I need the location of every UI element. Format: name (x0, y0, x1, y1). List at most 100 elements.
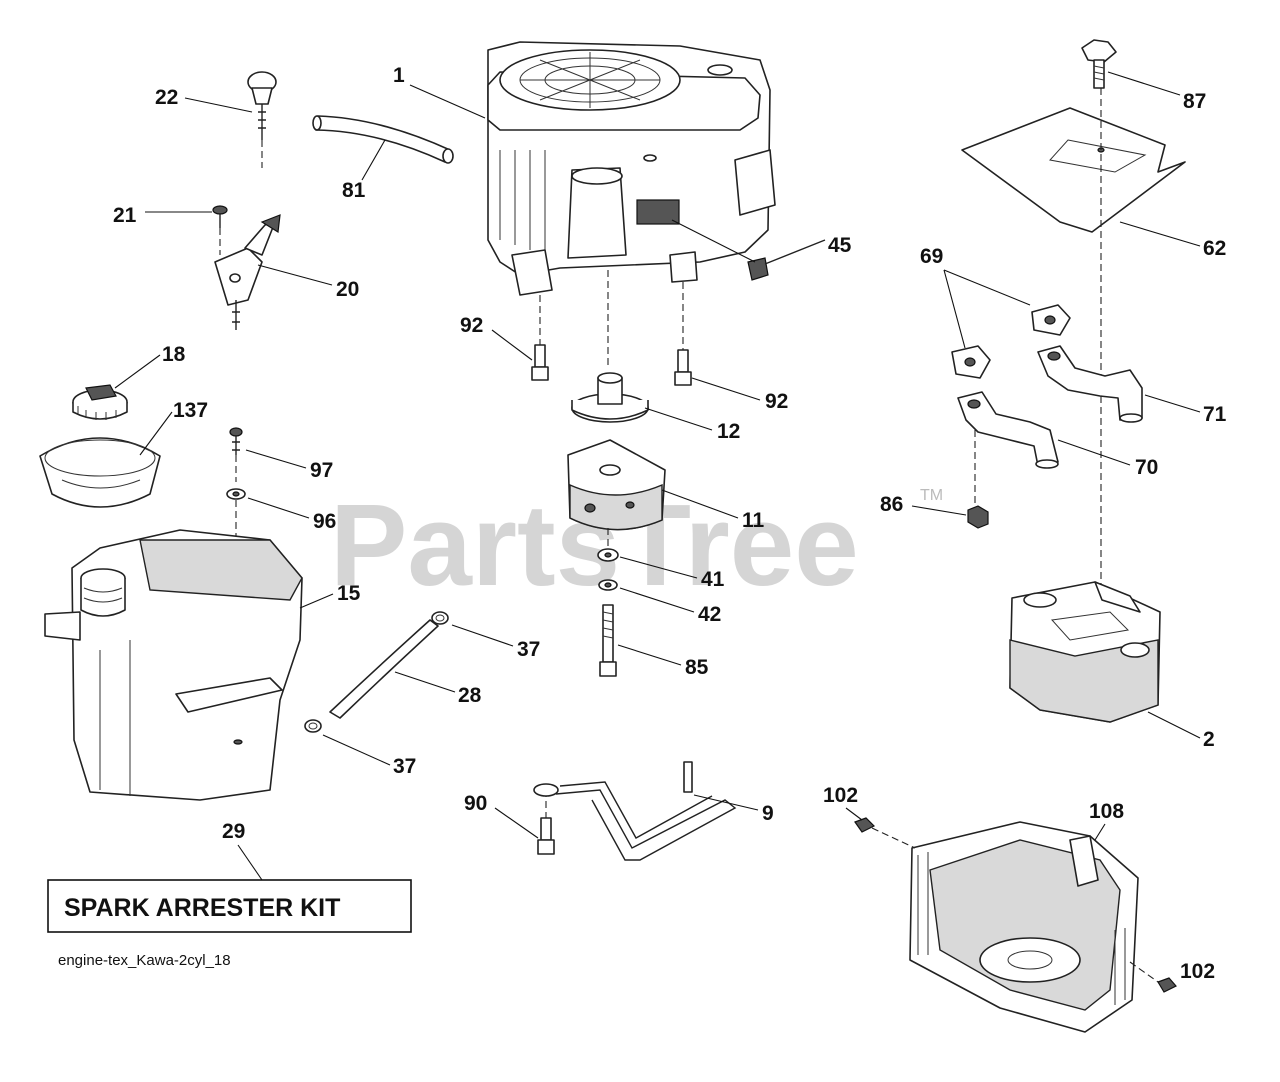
leader-81 (361, 139, 386, 181)
callout-29[interactable]: 29 (222, 820, 245, 843)
callout-90[interactable]: 90 (464, 792, 487, 815)
leader-69-a (943, 269, 1031, 306)
rod-part-9[interactable] (533, 761, 737, 861)
leader-92-right (691, 377, 761, 401)
callout-20[interactable]: 20 (336, 278, 359, 301)
leader-29 (237, 844, 263, 881)
callout-92-left[interactable]: 92 (460, 314, 483, 337)
leader-97 (245, 449, 307, 469)
washer-part-42[interactable] (598, 579, 618, 591)
exhaust-pipe-part-71[interactable] (1037, 345, 1143, 423)
bolt-part-85[interactable] (599, 604, 617, 677)
leader-42 (619, 587, 695, 613)
clamp-part-37-lower[interactable] (304, 719, 322, 733)
gasket-part-69-upper[interactable] (1031, 304, 1071, 336)
fuel-cap-part-18[interactable] (72, 384, 128, 420)
screw-part-21[interactable] (212, 205, 228, 255)
leader-37-lower (322, 734, 391, 766)
leader-2 (1147, 711, 1201, 739)
leader-92-left (491, 329, 533, 361)
callout-96[interactable]: 96 (313, 510, 336, 533)
callout-15[interactable]: 15 (337, 582, 361, 605)
sensor-part-45[interactable] (747, 239, 826, 281)
leader-62 (1119, 221, 1201, 247)
callout-9[interactable]: 9 (762, 802, 774, 825)
leader-137 (139, 411, 173, 456)
spark-arrester-kit-label: SPARK ARRESTER KIT (64, 894, 340, 922)
callout-108[interactable]: 108 (1089, 800, 1124, 823)
leader-86 (911, 505, 967, 516)
gasket-part-69-lower[interactable] (951, 345, 991, 379)
leader-20 (257, 264, 333, 286)
leader-71 (1144, 394, 1201, 413)
screw-part-97[interactable] (229, 427, 243, 482)
leader-70 (1057, 439, 1131, 466)
callout-11[interactable]: 11 (742, 509, 765, 532)
callout-70[interactable]: 70 (1135, 456, 1158, 479)
washer-part-96[interactable] (226, 488, 246, 500)
callout-41[interactable]: 41 (701, 568, 725, 591)
pulley-part-12[interactable] (571, 372, 649, 423)
callout-102-lower[interactable]: 102 (1180, 960, 1215, 983)
fuel-tank-part-15[interactable] (44, 529, 303, 801)
callout-37-lower[interactable]: 37 (393, 755, 416, 778)
callout-97[interactable]: 97 (310, 459, 333, 482)
knob-part-22[interactable] (247, 71, 277, 168)
bolt-part-90[interactable] (537, 790, 555, 855)
callout-81[interactable]: 81 (342, 179, 366, 202)
callout-92-right[interactable]: 92 (765, 390, 788, 413)
callout-45[interactable]: 45 (828, 234, 852, 257)
leader-22 (184, 97, 253, 113)
nut-part-86[interactable] (967, 505, 989, 529)
callout-18[interactable]: 18 (162, 343, 186, 366)
engine-part-1[interactable] (487, 41, 776, 296)
throttle-control-part-20[interactable] (214, 214, 281, 330)
hose-part-81[interactable] (312, 115, 454, 164)
heat-shield-part-62[interactable] (961, 107, 1186, 233)
callout-137[interactable]: 137 (173, 399, 208, 422)
callout-71[interactable]: 71 (1203, 403, 1227, 426)
bolt-part-92-right[interactable] (674, 282, 692, 386)
clutch-part-11[interactable] (567, 439, 666, 531)
fuel-line-part-28[interactable] (329, 619, 439, 719)
callout-22[interactable]: 22 (155, 86, 178, 109)
leader-69-b (943, 269, 966, 349)
callout-21[interactable]: 21 (113, 204, 137, 227)
callout-2[interactable]: 2 (1203, 728, 1215, 751)
washer-part-41[interactable] (597, 548, 619, 562)
callout-42[interactable]: 42 (698, 603, 721, 626)
screw-part-102-lower[interactable] (1129, 961, 1177, 993)
callout-85[interactable]: 85 (685, 656, 709, 679)
cup-part-137[interactable] (39, 437, 161, 508)
leader-11 (661, 489, 739, 519)
diagram-code: engine-tex_Kawa-2cyl_18 (58, 952, 231, 969)
leader-90 (494, 807, 539, 839)
callout-37-upper[interactable]: 37 (517, 638, 540, 661)
callout-86[interactable]: 86 (880, 493, 903, 516)
spark-arrester-kit-box[interactable]: SPARK ARRESTER KIT (47, 879, 412, 933)
callout-28[interactable]: 28 (458, 684, 482, 707)
exhaust-pipe-part-70[interactable] (957, 391, 1059, 469)
callout-87[interactable]: 87 (1183, 90, 1206, 113)
watermark-trademark: TM (920, 487, 943, 504)
callout-12[interactable]: 12 (717, 420, 740, 443)
bolt-part-92-left[interactable] (531, 295, 549, 381)
leader-15 (299, 593, 334, 609)
callout-69[interactable]: 69 (920, 245, 943, 268)
callout-62[interactable]: 62 (1203, 237, 1226, 260)
screw-part-102-upper[interactable] (854, 817, 916, 849)
muffler-part-2[interactable] (1009, 581, 1161, 723)
leader-12 (644, 407, 713, 431)
leader-85 (617, 644, 682, 666)
bolt-part-87[interactable] (1081, 39, 1117, 89)
leader-1 (409, 84, 486, 119)
callout-1[interactable]: 1 (393, 64, 405, 87)
leader-37-upper (451, 624, 514, 647)
leader-102-upper (845, 807, 863, 821)
leader-28 (394, 671, 456, 693)
clamp-part-37-upper[interactable] (431, 611, 449, 625)
leader-9 (693, 794, 759, 811)
engine-shield-part-108[interactable] (909, 821, 1139, 1033)
callout-102-upper[interactable]: 102 (823, 784, 858, 807)
